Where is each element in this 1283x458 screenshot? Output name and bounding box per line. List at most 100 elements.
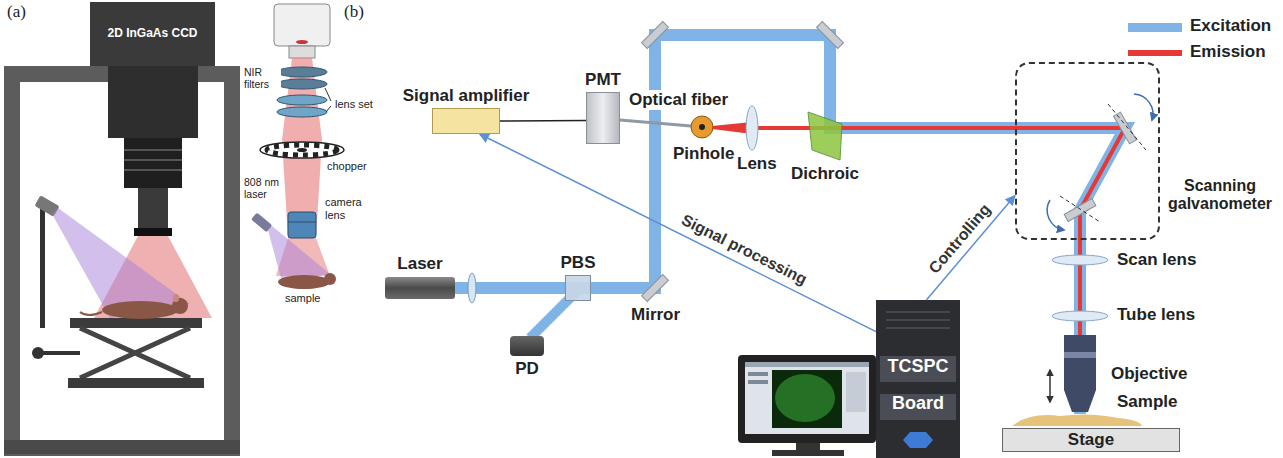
node-label: Signal amplifier [403, 86, 530, 106]
camera-icon [274, 4, 330, 58]
part-label: sample [284, 292, 321, 305]
mouse [80, 294, 188, 319]
part-label: Scan lens [1116, 250, 1197, 270]
camera-body [108, 66, 198, 138]
lab-jack [32, 347, 44, 359]
computer-tower [903, 432, 933, 448]
mouse [324, 273, 336, 285]
part-label: camera lens [324, 196, 372, 221]
computer-monitor [748, 380, 768, 384]
laser-stand [40, 200, 45, 328]
mirror [642, 22, 669, 49]
excitation-cone [52, 208, 190, 318]
tube-lens [1052, 311, 1108, 321]
pinhole [691, 116, 713, 138]
text-group: Laser [397, 254, 442, 274]
mouse [102, 301, 178, 319]
laser-pointer [251, 213, 330, 282]
camera-body [108, 66, 198, 236]
photodiode: PD [510, 336, 544, 356]
node-label: 2D InGaAs CCD [107, 27, 197, 41]
galvo-mirror [1114, 112, 1137, 144]
computer-tower [880, 356, 956, 382]
panel-letter: (b) [343, 2, 365, 22]
camera-body [134, 228, 172, 236]
objective [1050, 335, 1096, 412]
mouse [80, 312, 102, 315]
camera-body [138, 188, 168, 230]
computer-monitor [775, 374, 835, 422]
galvo-mirror [1134, 94, 1153, 120]
filter-disks [277, 95, 327, 105]
part-label: lens set [334, 98, 374, 111]
node-label: PD [515, 359, 539, 379]
mirror [642, 275, 669, 302]
mouse [278, 275, 330, 289]
galvo-mirror [1047, 200, 1064, 230]
node-label: PMT [585, 70, 621, 90]
node-label: Stage [1068, 430, 1114, 450]
text-group: 2D InGaAs CCD [90, 2, 215, 66]
filter-disks [277, 79, 327, 89]
computer-monitor [745, 362, 869, 367]
node-label: Scanning galvanometer [1164, 176, 1276, 213]
part-label: Mirror [630, 305, 681, 325]
laser-lens [468, 273, 476, 303]
part-label: Lens [736, 154, 778, 174]
optical-fiber [620, 120, 691, 126]
text-group: PD [515, 359, 539, 379]
computer-tower [876, 300, 960, 458]
imaging-frame [4, 440, 240, 454]
pinhole [699, 124, 705, 130]
part-label: 808 nm laser [243, 176, 283, 200]
optical-fiber [620, 120, 691, 126]
camera-body [124, 138, 182, 188]
edge-label: Signal processing [678, 211, 810, 289]
excitation-cone [52, 208, 190, 318]
computer-monitor [738, 355, 876, 456]
text-group: PMT [585, 70, 621, 90]
legend-swatch [1128, 23, 1182, 32]
stage-box: Stage [1002, 428, 1180, 452]
text-group: PBS [561, 253, 596, 273]
chopper-wheel [267, 145, 337, 155]
text-group: Scanning galvanometer [1164, 176, 1276, 213]
laser-box: Laser [385, 277, 455, 299]
connector [500, 120, 586, 122]
tube-lens [1052, 311, 1108, 321]
leader-line [325, 88, 331, 112]
text-group: Signal amplifier [403, 86, 530, 106]
chopper-wheel [260, 142, 344, 158]
lens [746, 106, 758, 150]
computer-monitor [772, 450, 844, 456]
node-label: TCSPC [887, 356, 948, 377]
lab-jack [68, 378, 204, 388]
laser-pointer [268, 226, 330, 282]
camera-body [124, 150, 182, 170]
part-label: Dichroic [790, 164, 860, 184]
pbs-cube: PBS [565, 275, 591, 301]
text-group: TCSPC Board [876, 300, 960, 458]
scan-lens [1052, 255, 1108, 265]
mouse [278, 273, 336, 289]
part-label: Tube lens [1116, 305, 1196, 325]
part-label: Sample [1116, 392, 1178, 412]
dichroic-mirror [808, 112, 842, 160]
objective [1064, 352, 1096, 358]
lab-jack [70, 318, 202, 328]
node-label: Board [892, 393, 944, 414]
mirror [817, 22, 844, 49]
node-label: PBS [561, 253, 596, 273]
computer-monitor [738, 355, 876, 443]
pinhole [691, 116, 713, 138]
objective [1049, 370, 1051, 402]
sample-blob [1012, 414, 1142, 426]
laser-lens [468, 273, 476, 303]
part-label: chopper [326, 160, 368, 173]
camera-lens [288, 212, 316, 238]
computer-monitor [796, 443, 820, 451]
galvo-mirror [1060, 196, 1100, 222]
